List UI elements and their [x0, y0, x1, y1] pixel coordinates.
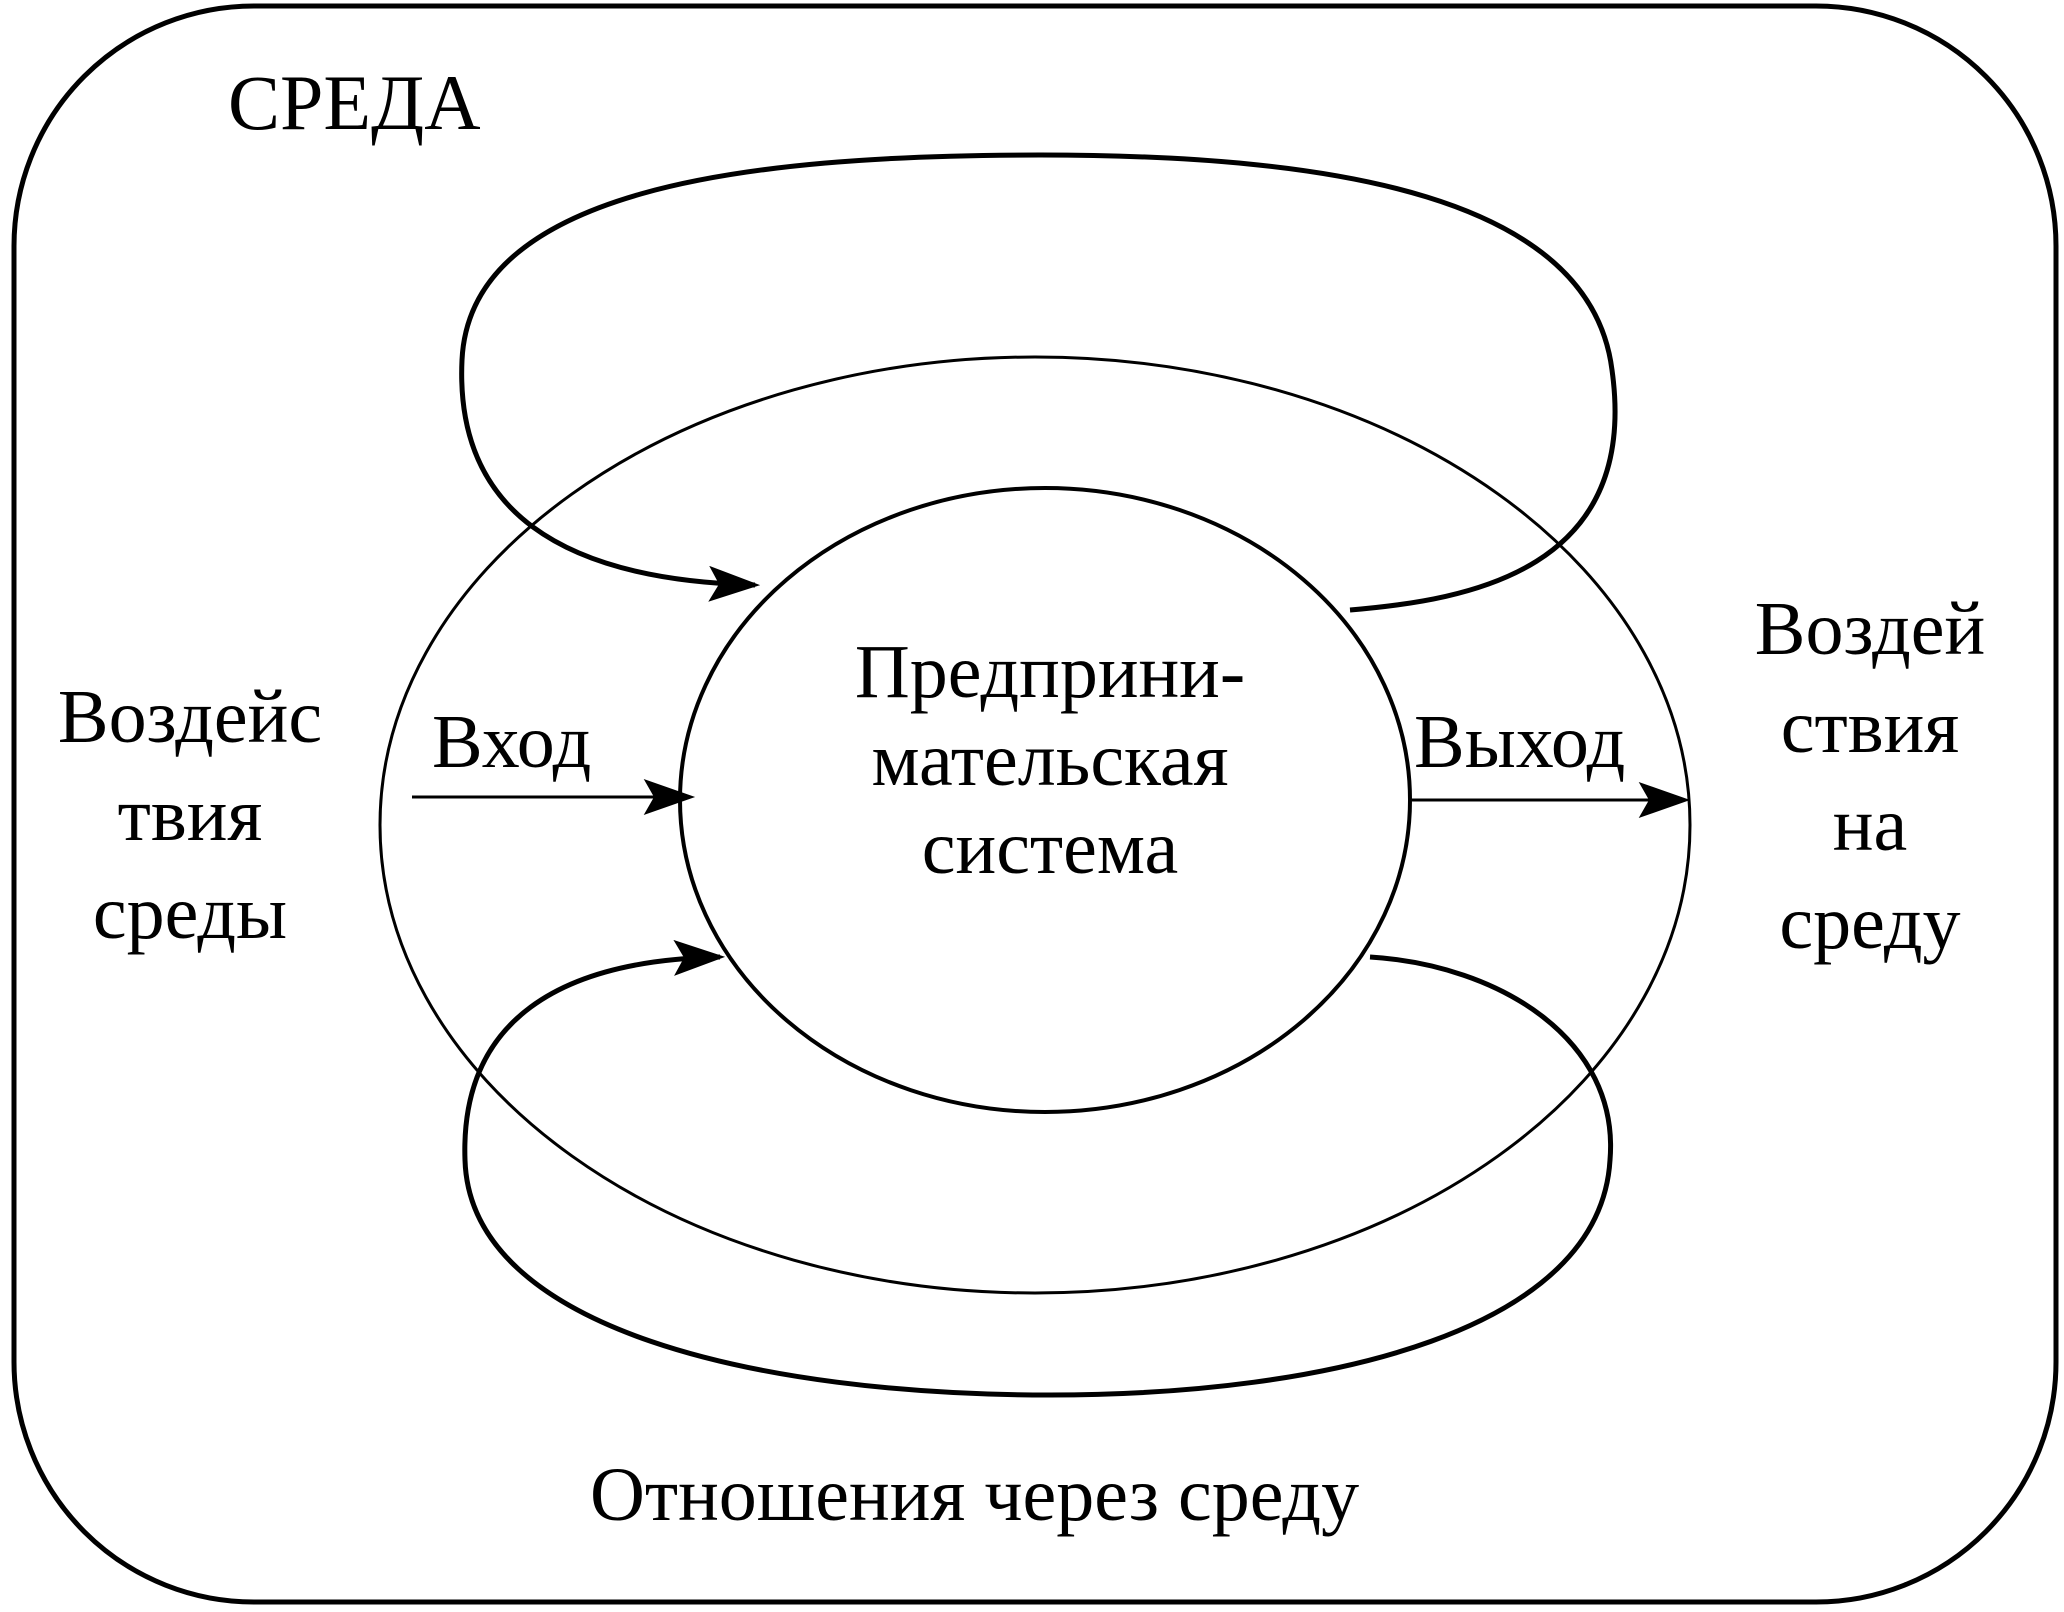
environment-influence-label: Воздейс твия среды: [30, 668, 350, 962]
environment-title: СРЕДА: [228, 59, 481, 146]
input-label: Вход: [432, 700, 592, 784]
bottom-feedback-loop: [462, 939, 1614, 1398]
influence-on-environment-line-3: на: [1832, 783, 1908, 867]
environment-influence-line-3: среды: [92, 871, 288, 955]
system-label-line-3: система: [921, 806, 1179, 890]
environment-influence-line-2: твия: [117, 773, 263, 857]
relations-through-environment-label: Отношения через среду: [590, 1453, 1360, 1537]
environment-frame: [11, 3, 2059, 1605]
middle-ring-ellipse: [378, 355, 1692, 1295]
influence-on-environment-line-1: Воздей: [1754, 587, 1986, 671]
system-label-line-1: Предприни-: [854, 630, 1246, 714]
output-label: Выход: [1414, 700, 1626, 784]
system-label-line-2: мательская: [871, 718, 1229, 802]
top-feedback-loop: [459, 152, 1618, 613]
influence-on-environment-line-2: ствия: [1780, 685, 1960, 769]
environment-influence-line-1: Воздейс: [57, 675, 323, 759]
system-label: Предприни- мательская система: [780, 628, 1320, 892]
influence-on-environment-line-4: среду: [1779, 881, 1961, 965]
influence-on-environment-label: Воздей ствия на среду: [1720, 580, 2020, 972]
